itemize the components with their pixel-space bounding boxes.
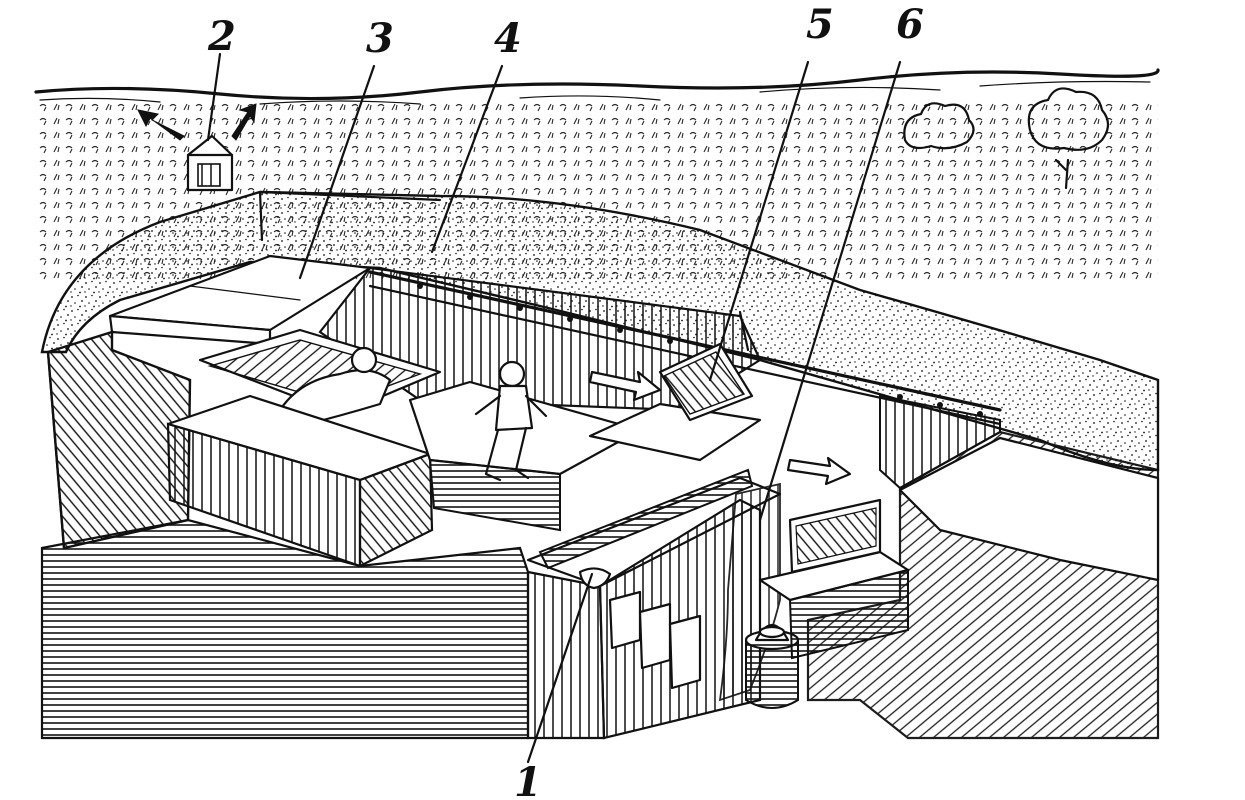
callout-labels: 1 2 3 4 5 6 <box>207 1 924 800</box>
ground-section <box>40 430 1160 740</box>
bush <box>903 102 975 150</box>
callout-leaders <box>206 52 902 764</box>
callout-2: 2 <box>207 13 236 60</box>
callout-3: 3 <box>366 15 394 62</box>
exit-flow-arrow <box>786 456 852 486</box>
entrance-steps <box>608 590 702 690</box>
leader-line-3 <box>298 64 376 280</box>
water-barrel <box>744 623 800 709</box>
tree <box>1027 87 1110 190</box>
horizon-line <box>34 68 1160 101</box>
internal-flow-arrow <box>588 370 662 402</box>
leader-line-6 <box>758 60 902 522</box>
bunk-with-sleeper <box>198 328 442 428</box>
entrance-passage <box>526 468 782 740</box>
callout-4: 4 <box>494 15 522 62</box>
leader-line-2 <box>206 52 222 142</box>
leader-line-4 <box>430 64 504 254</box>
ground-left <box>40 518 530 740</box>
entrance-threshold <box>578 567 612 590</box>
leader-line-5 <box>708 60 810 382</box>
callout-6: 6 <box>896 1 924 48</box>
beam-bolts <box>417 283 983 417</box>
callout-1: 1 <box>514 759 542 800</box>
table-with-device <box>588 310 762 462</box>
air-flow-arrow-right <box>231 103 257 141</box>
entrance-left-wall <box>526 570 606 740</box>
leader-line-1 <box>526 572 594 764</box>
bench-block <box>166 394 434 568</box>
air-flow-arrow-left <box>137 109 185 141</box>
ventilation-chimney <box>186 134 234 192</box>
right-chamber-bench <box>758 498 910 660</box>
callout-5: 5 <box>806 1 834 48</box>
seated-person <box>474 360 548 482</box>
